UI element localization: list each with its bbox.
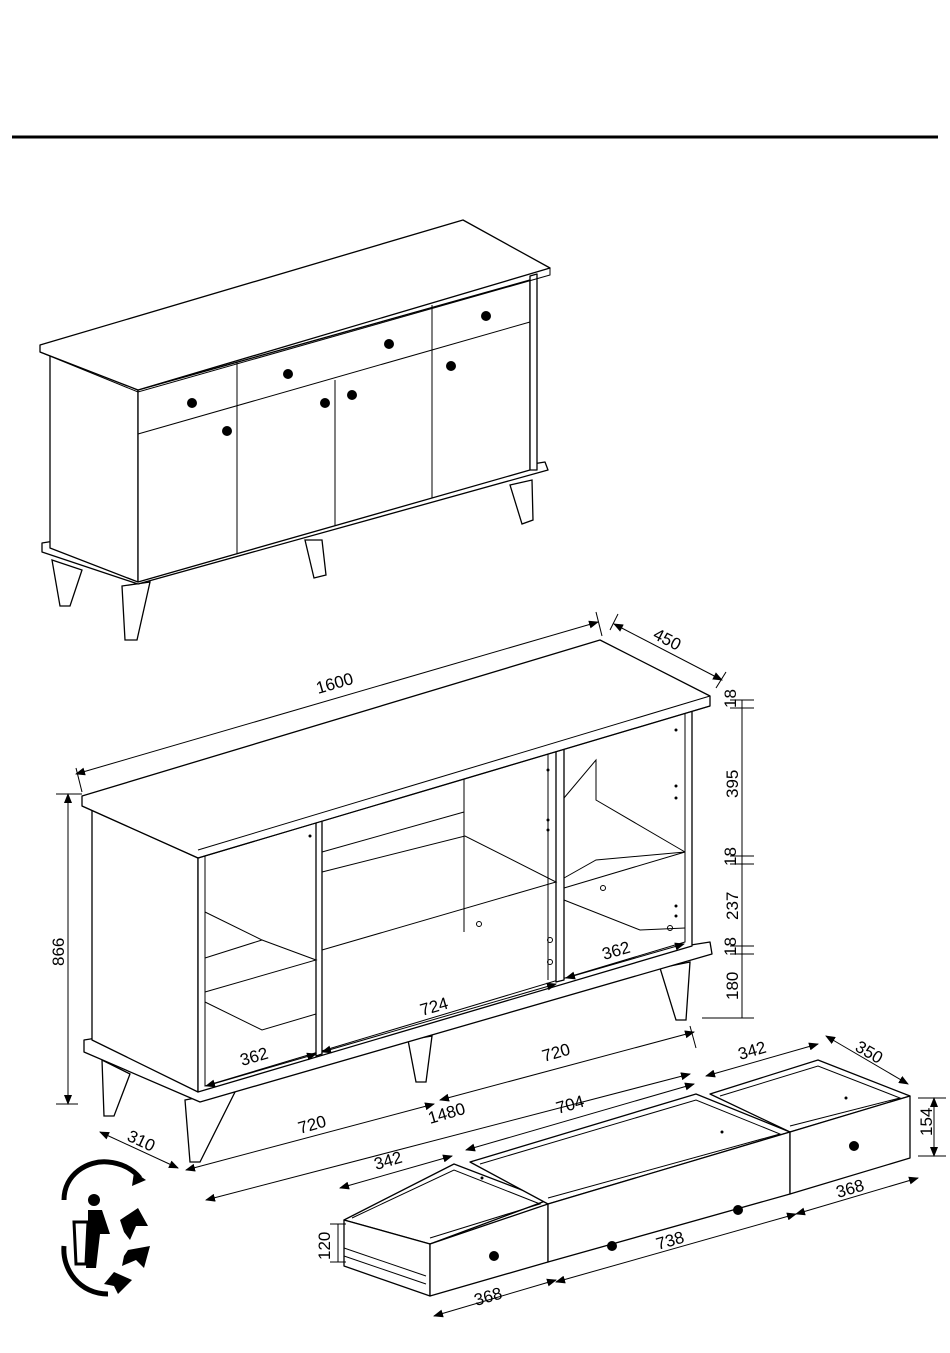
leg xyxy=(52,560,82,606)
knob-icon xyxy=(283,369,293,379)
dim-door-width-right: 720 xyxy=(540,1040,573,1066)
right-edge xyxy=(530,274,537,470)
knob-icon xyxy=(320,398,330,408)
leg xyxy=(122,582,150,640)
dim-depth: 450 xyxy=(650,625,684,655)
leg xyxy=(305,540,326,578)
partition xyxy=(556,748,564,982)
dim-inner-depth: 310 xyxy=(124,1126,158,1155)
leg xyxy=(408,1036,432,1082)
leg xyxy=(660,962,690,1020)
dim-inner-span: 1480 xyxy=(426,1099,468,1128)
knob-icon xyxy=(222,426,232,436)
dim-drawer-center-inner-width: 704 xyxy=(554,1092,587,1118)
knob-icon xyxy=(849,1141,859,1151)
dim-top-thickness: 18 xyxy=(721,689,740,708)
knob-icon xyxy=(481,311,491,321)
knob-icon xyxy=(347,390,357,400)
dim-plinth-height: 180 xyxy=(723,972,742,1000)
leg xyxy=(510,480,533,524)
knob-icon xyxy=(733,1205,743,1215)
knob-icon xyxy=(384,339,394,349)
dim-bottom-thickness: 18 xyxy=(721,937,740,956)
leg xyxy=(185,1090,236,1162)
dim-middle-compartment: 237 xyxy=(723,892,742,920)
dim-drawer-right-depth: 350 xyxy=(852,1037,886,1068)
dim-drawer-left-inner-width: 342 xyxy=(372,1148,405,1174)
dim-drawer-left-height: 120 xyxy=(315,1232,334,1260)
dim-drawer-right-height: 154 xyxy=(917,1108,936,1136)
partition xyxy=(316,820,322,1056)
knob-icon xyxy=(446,361,456,371)
knob-icon xyxy=(187,398,197,408)
dim-shelf-thickness: 18 xyxy=(721,847,740,866)
dim-door-width-left: 720 xyxy=(296,1112,329,1138)
dim-height: 866 xyxy=(49,938,68,966)
knob-icon xyxy=(607,1241,617,1251)
recycling-symbol-icon xyxy=(64,1162,150,1294)
open-carcass-view xyxy=(82,640,712,1162)
knob-icon xyxy=(489,1251,499,1261)
dim-drawer-center-front-width: 738 xyxy=(654,1228,687,1254)
dim-upper-compartment: 395 xyxy=(723,770,742,798)
closed-sideboard-view xyxy=(40,220,550,640)
dim-total-width: 1600 xyxy=(314,669,356,698)
dim-drawer-left-front-width: 368 xyxy=(472,1284,505,1310)
